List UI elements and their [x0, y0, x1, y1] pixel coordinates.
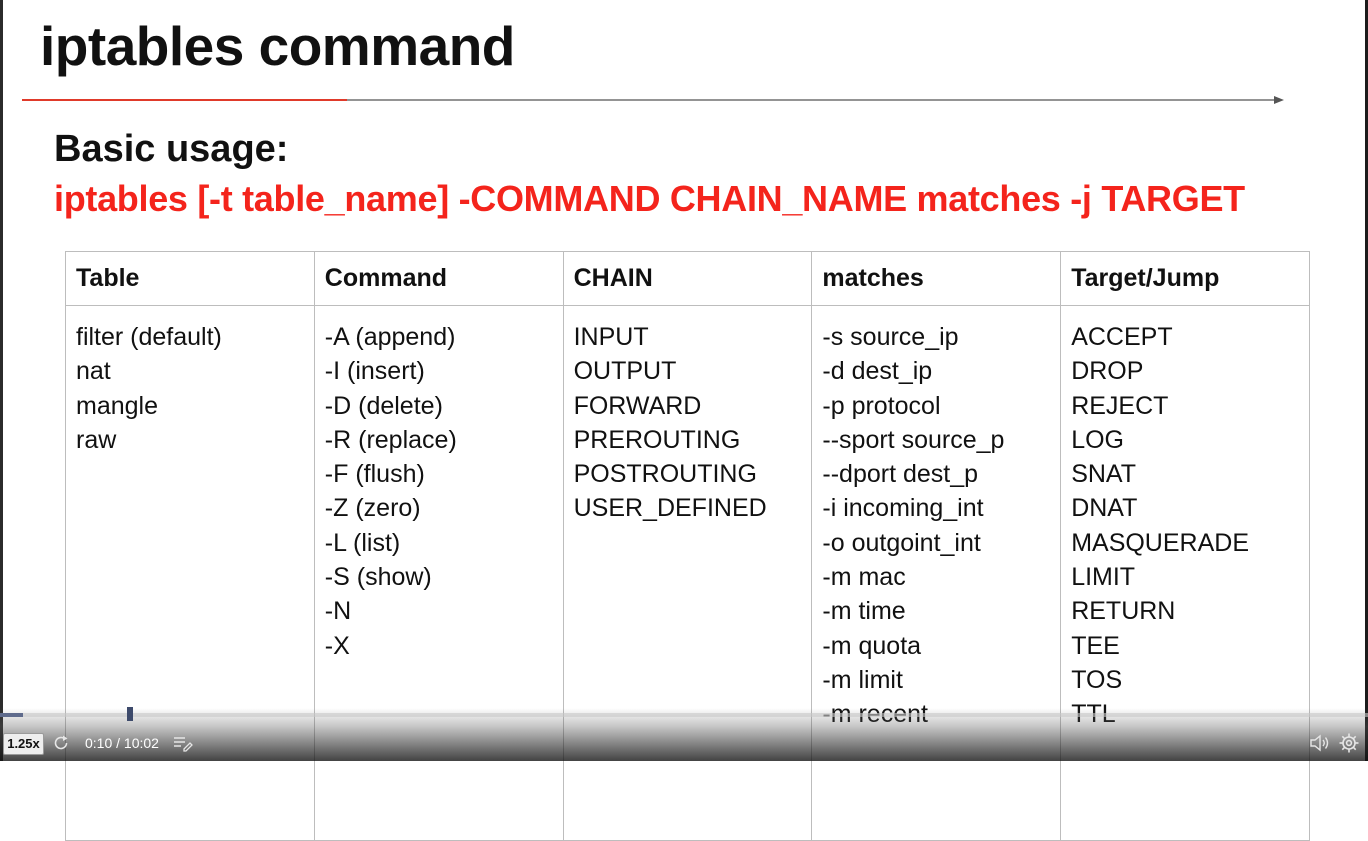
target-item: DROP [1071, 357, 1144, 386]
command-item: -R (replace) [324, 425, 457, 454]
command-item: -A (append) [324, 323, 456, 351]
video-player-controls: 1.25x 0:10 / 10:02 [0, 707, 1368, 761]
match-item: -i incoming_int [822, 494, 984, 523]
match-item: --dport dest_p [822, 460, 979, 489]
progress-bar[interactable] [0, 707, 1368, 721]
match-item: -m quota [822, 631, 922, 660]
column-header-target-jump: Target/Jump [1060, 251, 1310, 306]
chain-item: PREROUTING [573, 425, 741, 454]
match-item: --sport source_p [822, 425, 1005, 454]
title-underline-arrow [22, 96, 1284, 104]
command-item: -N [324, 597, 352, 626]
target-item: RETURN [1071, 597, 1176, 626]
command-item: -L (list) [324, 528, 401, 557]
match-item: -d dest_ip [822, 357, 933, 386]
time-display: 0:10 / 10:02 [85, 735, 159, 751]
progress-bar-fill [0, 713, 23, 717]
settings-gear-icon[interactable] [1338, 732, 1360, 754]
column-header-command: Command [313, 251, 564, 306]
table-name-item: mangle [76, 391, 158, 420]
command-item: -X [324, 631, 350, 660]
target-item: DNAT [1071, 494, 1138, 523]
command-item: -D (delete) [324, 391, 443, 420]
window-left-edge [0, 0, 3, 761]
table-name-item: filter (default) [76, 323, 222, 351]
column-header-table: Table [65, 251, 315, 306]
match-item: -s source_ip [822, 323, 959, 351]
target-item: LOG [1071, 425, 1124, 454]
match-item: -m mac [822, 563, 906, 592]
table-name-item: raw [76, 425, 117, 454]
slide-subtitle: Basic usage: [54, 128, 289, 170]
chain-item: FORWARD [573, 391, 702, 420]
window-right-edge [1365, 0, 1368, 761]
command-item: -I (insert) [324, 357, 425, 386]
target-item: ACCEPT [1071, 323, 1173, 351]
chain-item: USER_DEFINED [573, 494, 767, 523]
target-item: SNAT [1071, 460, 1137, 489]
replay-icon[interactable] [52, 734, 70, 752]
column-header-matches: matches [811, 251, 1062, 306]
target-item: REJECT [1071, 391, 1169, 420]
target-item: TEE [1071, 631, 1120, 660]
volume-icon[interactable] [1309, 733, 1331, 753]
usage-syntax: iptables [-t table_name] -COMMAND CHAIN_… [54, 178, 1245, 219]
command-item: -S (show) [324, 563, 432, 592]
target-item: LIMIT [1071, 563, 1136, 592]
chain-item: INPUT [573, 323, 649, 351]
progress-scrubber-handle[interactable] [127, 707, 133, 721]
match-item: -m limit [822, 665, 903, 694]
target-item: TOS [1071, 665, 1123, 694]
chain-item: POSTROUTING [573, 460, 757, 489]
playback-speed-button[interactable]: 1.25x [3, 733, 44, 755]
column-header-chain: CHAIN [562, 251, 813, 306]
chain-item: OUTPUT [573, 357, 677, 386]
match-item: -p protocol [822, 391, 941, 420]
transcript-icon[interactable] [173, 734, 193, 752]
command-item: -F (flush) [324, 460, 425, 489]
slide-title: iptables command [40, 15, 515, 77]
command-item: -Z (zero) [324, 494, 421, 523]
table-header-row: Table Command CHAIN matches Target/Jump [65, 251, 1310, 306]
target-item: MASQUERADE [1071, 528, 1249, 557]
table-name-item: nat [76, 357, 111, 386]
match-item: -o outgoint_int [822, 528, 981, 557]
match-item: -m time [822, 597, 906, 626]
